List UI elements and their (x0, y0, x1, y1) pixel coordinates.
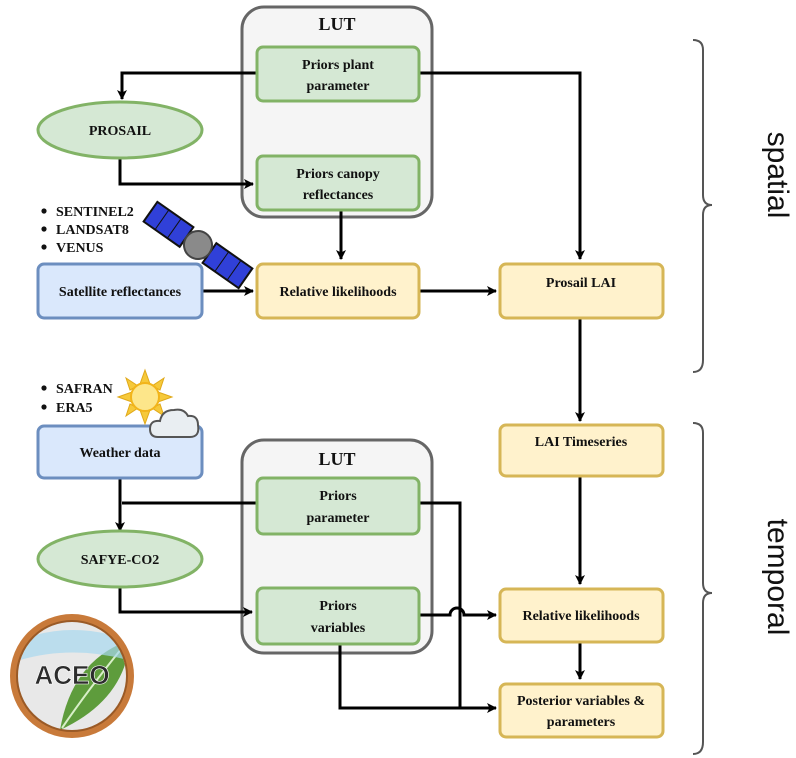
node-label-line2: parameter (307, 79, 370, 94)
node-priors-variables: Priors variables (255, 586, 421, 646)
source-item: SENTINEL2 (56, 205, 134, 220)
edge-priors-to-prosail (117, 71, 258, 100)
edge-safye-to-variables (118, 585, 253, 617)
node-posterior: Posterior variables & parameters (498, 682, 665, 739)
source-item: VENUS (56, 241, 104, 256)
node-label-line2: variables (311, 621, 366, 636)
node-weather-data: Weather data (36, 424, 204, 480)
node-label: Satellite reflectances (59, 285, 182, 300)
edge-priors-to-prosail-lai (418, 71, 585, 260)
node-lai-timeseries: LAI Timeseries (498, 423, 665, 478)
node-label-line1: Priors plant (302, 58, 374, 73)
node-label: SAFYE-CO2 (81, 553, 160, 568)
node-label-line1: Priors (319, 489, 357, 504)
lut-title-temporal: LUT (318, 449, 355, 469)
node-relative-likelihoods-spatial: Relative likelihoods (255, 262, 421, 320)
source-item: ERA5 (56, 401, 93, 416)
aceo-logo: ACEO (10, 614, 134, 738)
lut-title-spatial: LUT (318, 14, 355, 34)
satellite-icon (142, 200, 254, 290)
node-label-line2: reflectances (303, 188, 374, 203)
weather-sources-list: SAFRAN ERA5 (41, 382, 113, 416)
node-satellite-reflectances: Satellite reflectances (36, 262, 204, 320)
node-relative-likelihoods-temporal: Relative likelihoods (498, 587, 665, 644)
node-label-line2: parameter (307, 511, 370, 526)
node-priors-plant-parameter: Priors plant parameter (255, 45, 421, 103)
node-label-line2: parameters (547, 715, 616, 730)
sun-cloud-icon (116, 368, 200, 438)
edge-variables-to-posterior (338, 645, 496, 710)
edge-variables-to-relative (418, 606, 497, 620)
node-prosail: PROSAIL (36, 100, 204, 160)
node-label: Relative likelihoods (279, 285, 397, 300)
node-label: Prosail LAI (546, 276, 616, 291)
source-item: LANDSAT8 (56, 223, 129, 238)
source-item: SAFRAN (56, 382, 113, 397)
satellite-sources-list: SENTINEL2 LANDSAT8 VENUS (41, 205, 134, 256)
node-label: Weather data (79, 446, 160, 461)
node-label-line1: Priors (319, 599, 357, 614)
node-label: PROSAIL (89, 124, 151, 139)
brace-temporal (692, 422, 713, 755)
node-prosail-lai: Prosail LAI (498, 262, 665, 320)
node-label-line1: Posterior variables & (517, 694, 645, 709)
node-label: LAI Timeseries (535, 435, 628, 450)
node-label: Relative likelihoods (522, 609, 640, 624)
node-label-line1: Priors canopy (296, 167, 380, 182)
node-priors-parameter: Priors parameter (255, 476, 421, 536)
node-safye-co2: SAFYE-CO2 (36, 529, 204, 589)
edges (115, 71, 585, 713)
logo-text: ACEO (34, 660, 109, 690)
brace-spatial (692, 39, 713, 373)
label-spatial: spatial (761, 132, 794, 219)
edge-prosail-to-canopy (118, 157, 254, 189)
node-priors-canopy-reflectances: Priors canopy reflectances (255, 154, 421, 212)
label-temporal: temporal (761, 519, 794, 636)
